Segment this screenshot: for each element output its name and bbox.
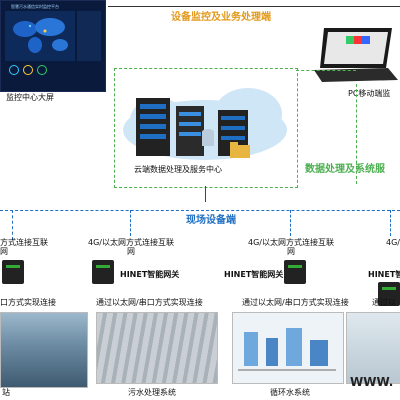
server-rack-icon xyxy=(136,98,248,156)
drop-line xyxy=(390,210,391,236)
field-title: 现场设备端 xyxy=(186,215,236,226)
pc-label: PC移动端监 xyxy=(348,89,391,98)
device-bottom-label: 通过以太网/串口方式实现连接 xyxy=(242,298,349,307)
watermark-text: WWW. xyxy=(350,375,394,389)
pc-connector-v xyxy=(356,84,357,184)
drop-line xyxy=(130,210,131,236)
field-bus-line xyxy=(0,210,400,211)
business-title-line xyxy=(108,6,400,7)
gateway-label: HINET智 xyxy=(368,270,400,279)
device-bottom-label: 口方式实现连接 xyxy=(0,298,56,307)
gateway-device-icon xyxy=(378,282,400,306)
gateway-device-icon xyxy=(2,260,24,284)
gateway-label: HINET智能网关 xyxy=(120,270,180,279)
world-map-graphic xyxy=(5,11,75,61)
pc-connector xyxy=(296,70,356,71)
side-panel xyxy=(77,11,101,61)
site-photo xyxy=(96,312,218,384)
gateway-label: HINET智能网关 xyxy=(224,270,284,279)
trunk-line xyxy=(205,186,206,202)
monitor-screen: 智慧污水通信实时监控平台 xyxy=(0,0,106,92)
device-top-label: 4G/以太网方式连接互联 网 xyxy=(248,238,334,256)
gauge-icon xyxy=(23,65,33,75)
gateway-device-icon xyxy=(284,260,306,284)
screen-title: 智慧污水通信实时监控平台 xyxy=(11,4,59,9)
drop-line xyxy=(290,210,291,236)
device-top-label: 方式连接互联 网 xyxy=(0,238,48,256)
cloud-dashed-box xyxy=(114,68,298,188)
site-photo xyxy=(346,312,400,384)
drop-line xyxy=(12,210,13,240)
site-label: 污水处理系统 xyxy=(128,388,176,397)
site-label: 站 xyxy=(2,388,10,397)
gauge-row xyxy=(5,65,101,75)
gauge-icon xyxy=(9,65,19,75)
device-bottom-label: 通过以 xyxy=(372,298,396,307)
gateway-device-icon xyxy=(92,260,114,284)
data-system-title: 数据处理及系统服 xyxy=(305,164,385,175)
site-label: 循环水系统 xyxy=(270,388,310,397)
process-diagram-graphic xyxy=(238,328,336,371)
laptop-icon xyxy=(314,28,398,82)
cloud-label: 云端数据处理及服务中心 xyxy=(134,165,222,174)
device-top-label: 4G/ xyxy=(386,238,400,247)
folder-icon xyxy=(230,142,250,158)
device-top-label: 4G/以太网方式连接互联 网 xyxy=(88,238,174,256)
site-photo xyxy=(0,312,88,388)
gauge-icon xyxy=(37,65,47,75)
monitor-label: 监控中心大屏 xyxy=(6,93,54,102)
device-bottom-label: 通过以太网/串口方式实现连接 xyxy=(96,298,203,307)
business-title: 设备监控及业务处理端 xyxy=(171,12,271,23)
